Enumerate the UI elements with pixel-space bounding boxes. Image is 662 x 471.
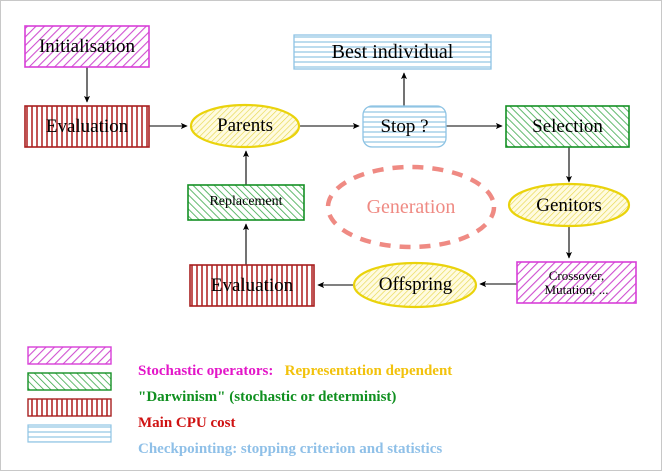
- node-genitors[interactable]: [507, 182, 631, 228]
- node-generation: [325, 164, 497, 250]
- legend-row-stochastic-operators: Stochastic operators: Representation dep…: [123, 346, 452, 397]
- node-layer: [24, 25, 637, 309]
- legend-swatch-green-diagonal: [27, 372, 112, 391]
- node-best-individual[interactable]: [293, 34, 492, 70]
- legend-label-representation-dependent: Representation dependent: [273, 363, 453, 379]
- node-initialisation[interactable]: [24, 25, 150, 68]
- edge-layer: [83, 67, 573, 289]
- legend-row-checkpointing: Checkpointing: stopping criterion and st…: [123, 424, 443, 470]
- legend-row-darwinism: "Darwinism" (stochastic or determinist): [123, 372, 396, 423]
- legend-label-checkpointing: Checkpointing: stopping criterion and st…: [138, 441, 443, 457]
- legend-swatch-layer: [27, 346, 112, 443]
- node-evaluation-top[interactable]: [24, 105, 150, 148]
- node-stop[interactable]: [362, 105, 447, 148]
- legend-label-stochastic-operators: Stochastic operators:: [138, 363, 274, 379]
- node-offspring[interactable]: [352, 261, 478, 309]
- legend-label-darwinism: "Darwinism" (stochastic or determinist): [138, 389, 397, 405]
- node-parents[interactable]: [189, 103, 301, 149]
- node-selection[interactable]: [505, 105, 630, 148]
- legend-label-main-cpu-cost: Main CPU cost: [138, 415, 236, 431]
- node-replacement[interactable]: [187, 184, 305, 221]
- node-crossover-mutation[interactable]: [516, 261, 637, 304]
- node-evaluation-bottom[interactable]: [189, 264, 315, 307]
- legend-swatch-magenta-diagonal: [27, 346, 112, 365]
- legend-swatch-red-vertical: [27, 398, 112, 417]
- legend-swatch-blue-horizontal: [27, 424, 112, 443]
- legend-row-main-cpu-cost: Main CPU cost: [123, 398, 236, 449]
